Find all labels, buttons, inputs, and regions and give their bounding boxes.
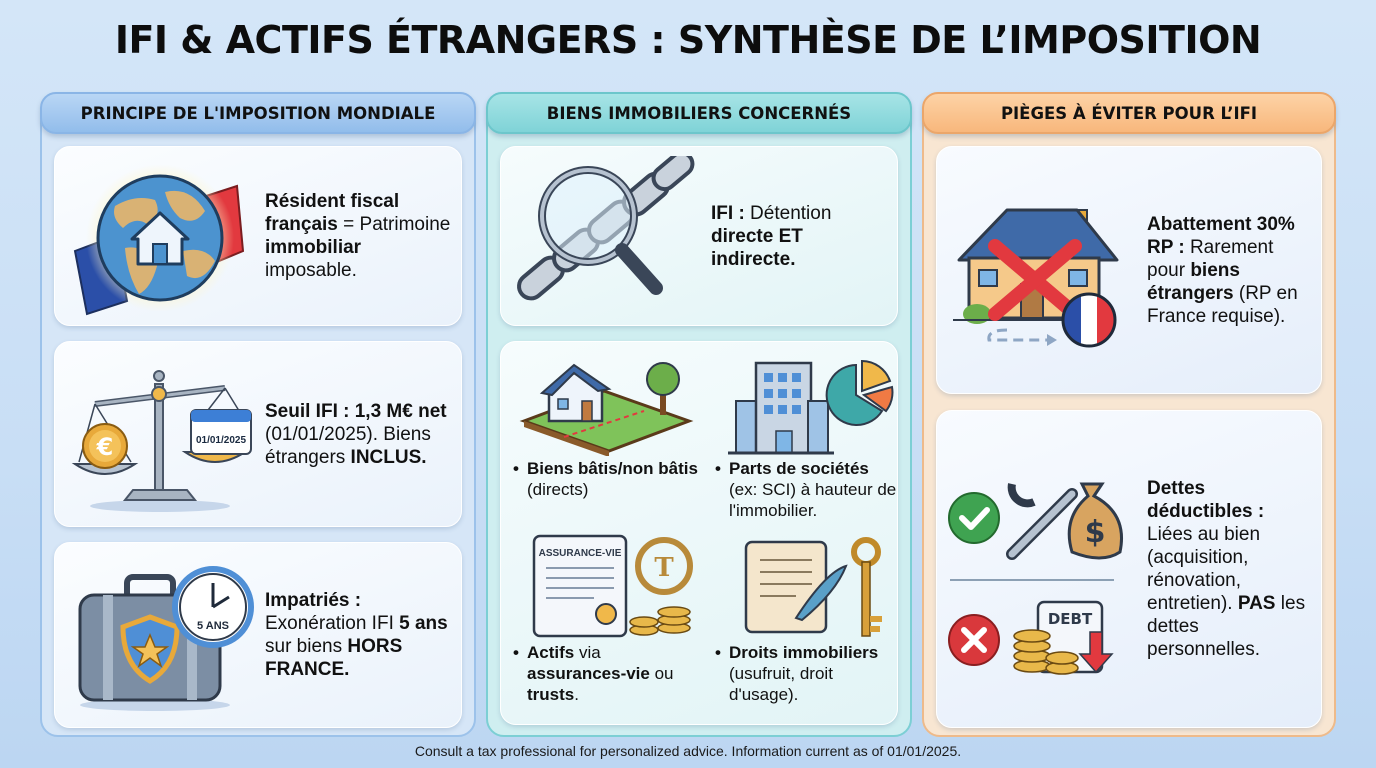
svg-text:5 ANS: 5 ANS <box>197 620 229 632</box>
column-properties: BIENS IMMOBILIERS CONCERNÉS IFI : Détent… <box>486 92 912 737</box>
page-title: IFI & ACTIFS ÉTRANGERS : SYNTHÈSE DE L’I… <box>114 18 1262 62</box>
card-property-types: Biens bâtis/non bâtis (directs) <box>500 341 898 725</box>
item-life-insurance-trusts: ASSURANCE-VIE T Actifs via assurances-vi… <box>509 532 699 705</box>
disclaimer-footer: Consult a tax professional for personali… <box>414 743 962 759</box>
house-land-icon <box>509 348 699 458</box>
ifi-threshold-text: Seuil IFI : 1,3 M€ net (01/01/2025). Bie… <box>265 400 447 468</box>
item-built-land: Biens bâtis/non bâtis (directs) <box>509 348 699 500</box>
main-residence-text: Abattement 30% RP : Rarement pour biens … <box>1147 213 1298 327</box>
scale-euro-calendar-icon: € 01/01/2025 <box>55 342 265 526</box>
built-land-text: Biens bâtis/non bâtis (directs) <box>509 458 699 500</box>
globe-house-flag-icon <box>55 147 265 325</box>
chain-magnifier-icon <box>501 147 711 325</box>
svg-text:01/01/2025: 01/01/2025 <box>196 435 246 446</box>
card-ifi-threshold: € 01/01/2025 Seuil IFI : 1,3 M€ net (01/… <box>54 341 462 527</box>
card-impatriates: 5 ANS Impatriés : Exonération IFI 5 ans … <box>54 542 462 728</box>
svg-text:ASSURANCE-VIE: ASSURANCE-VIE <box>539 548 622 559</box>
card-deductible-debts: $ DEBT Dettes déductibles : Liées au bie… <box>936 410 1322 728</box>
card-direct-indirect: IFI : Détention directe ET indirecte. <box>500 146 898 326</box>
column-header: PRINCIPE DE L'IMPOSITION MONDIALE <box>40 92 476 134</box>
card-main-residence-allowance: Abattement 30% RP : Rarement pour biens … <box>936 146 1322 394</box>
svg-text:€: € <box>96 433 114 461</box>
svg-text:T: T <box>654 553 674 583</box>
property-rights-text: Droits immobiliers (usufruit, droit d'us… <box>711 642 901 705</box>
column-header: PIÈGES À ÉVITER POUR L’IFI <box>922 92 1336 134</box>
column-header: BIENS IMMOBILIERS CONCERNÉS <box>486 92 912 134</box>
life-insurance-trusts-text: Actifs via assurances-vie ou trusts. <box>509 642 699 705</box>
column-principle: PRINCIPE DE L'IMPOSITION MONDIALE Réside… <box>40 92 476 737</box>
direct-indirect-text: IFI : Détention directe ET indirecte. <box>711 202 832 270</box>
column-pitfalls: PIÈGES À ÉVITER POUR L’IFI <box>922 92 1336 737</box>
fiscal-resident-text: Résident fiscal français = Patrimoine im… <box>265 191 451 281</box>
scroll-quill-key-icon <box>711 532 901 642</box>
item-property-rights: Droits immobiliers (usufruit, droit d'us… <box>711 532 901 705</box>
svg-text:DEBT: DEBT <box>1048 610 1093 628</box>
deductible-debts-icon: $ DEBT <box>937 411 1147 727</box>
insurance-trust-coins-icon: ASSURANCE-VIE T <box>509 532 699 642</box>
svg-text:$: $ <box>1085 515 1106 550</box>
item-company-shares: Parts de sociétés (ex: SCI) à hauteur de… <box>711 348 901 521</box>
card-fiscal-resident: Résident fiscal français = Patrimoine im… <box>54 146 462 326</box>
briefcase-shield-clock-icon: 5 ANS <box>55 543 265 727</box>
impatriates-text: Impatriés : Exonération IFI 5 ans sur bi… <box>265 590 448 680</box>
company-shares-text: Parts de sociétés (ex: SCI) à hauteur de… <box>711 458 901 521</box>
deductible-debts-text: Dettes déductibles : Liées au bien (acqu… <box>1147 478 1306 660</box>
building-pie-chart-icon <box>711 348 901 458</box>
house-cross-french-flag-icon <box>937 147 1147 393</box>
